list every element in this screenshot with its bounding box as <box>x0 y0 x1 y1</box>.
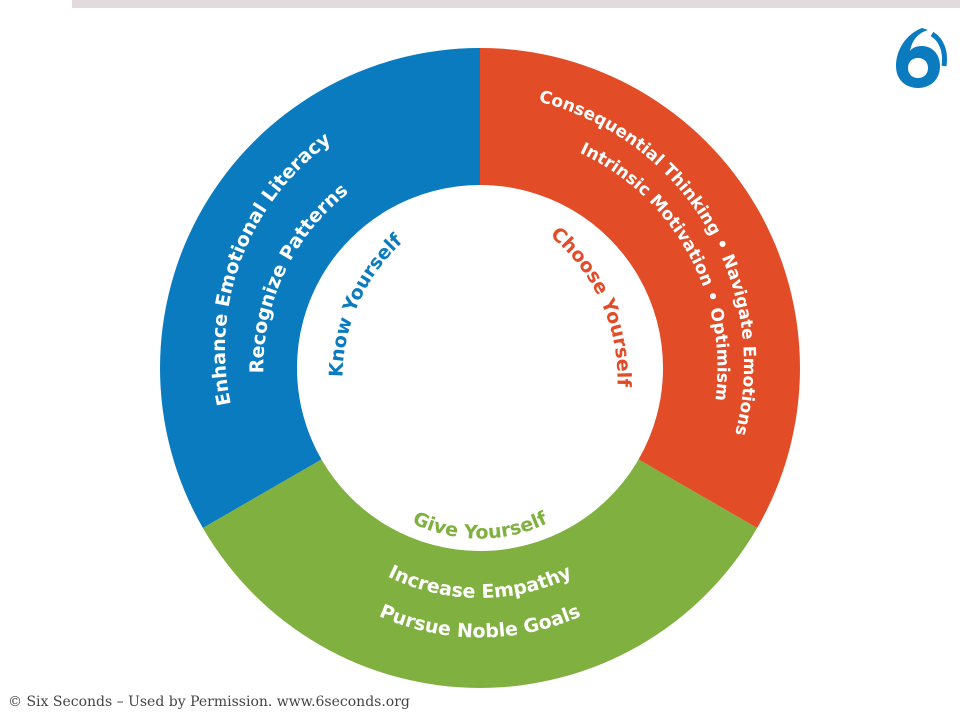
inner-label-give: Give Yourself <box>410 507 551 544</box>
segment-choose-yourself <box>480 48 800 528</box>
segment-give-yourself <box>202 459 758 688</box>
six-seconds-logo-icon <box>896 28 947 88</box>
copyright-footer: © Six Seconds – Used by Permission. www.… <box>8 694 410 710</box>
segment-know-yourself <box>160 48 481 528</box>
top-accent-bar <box>72 0 960 8</box>
